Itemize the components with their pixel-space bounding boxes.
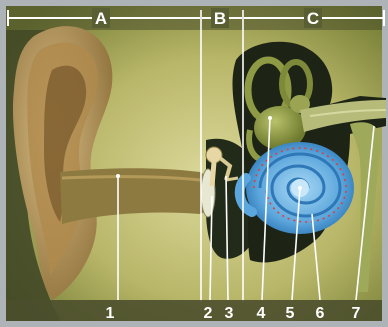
section-label-b: B: [214, 9, 226, 28]
section-label-a: A: [95, 9, 107, 28]
callout-2: 2: [204, 305, 213, 322]
callout-1: 1: [106, 305, 115, 322]
malleus-head: [206, 147, 222, 163]
callout-5: 5: [286, 305, 295, 322]
anchor-1: [116, 174, 120, 178]
anchor-4: [268, 116, 272, 120]
malleus-handle: [212, 162, 214, 186]
anchor-5: [298, 186, 302, 190]
callout-4: 4: [257, 305, 266, 322]
stapes: [226, 178, 238, 180]
callout-6: 6: [316, 305, 325, 322]
label-strip: [6, 300, 382, 321]
section-label-c: C: [307, 9, 319, 28]
callout-3: 3: [225, 305, 234, 322]
callout-7: 7: [352, 305, 361, 322]
